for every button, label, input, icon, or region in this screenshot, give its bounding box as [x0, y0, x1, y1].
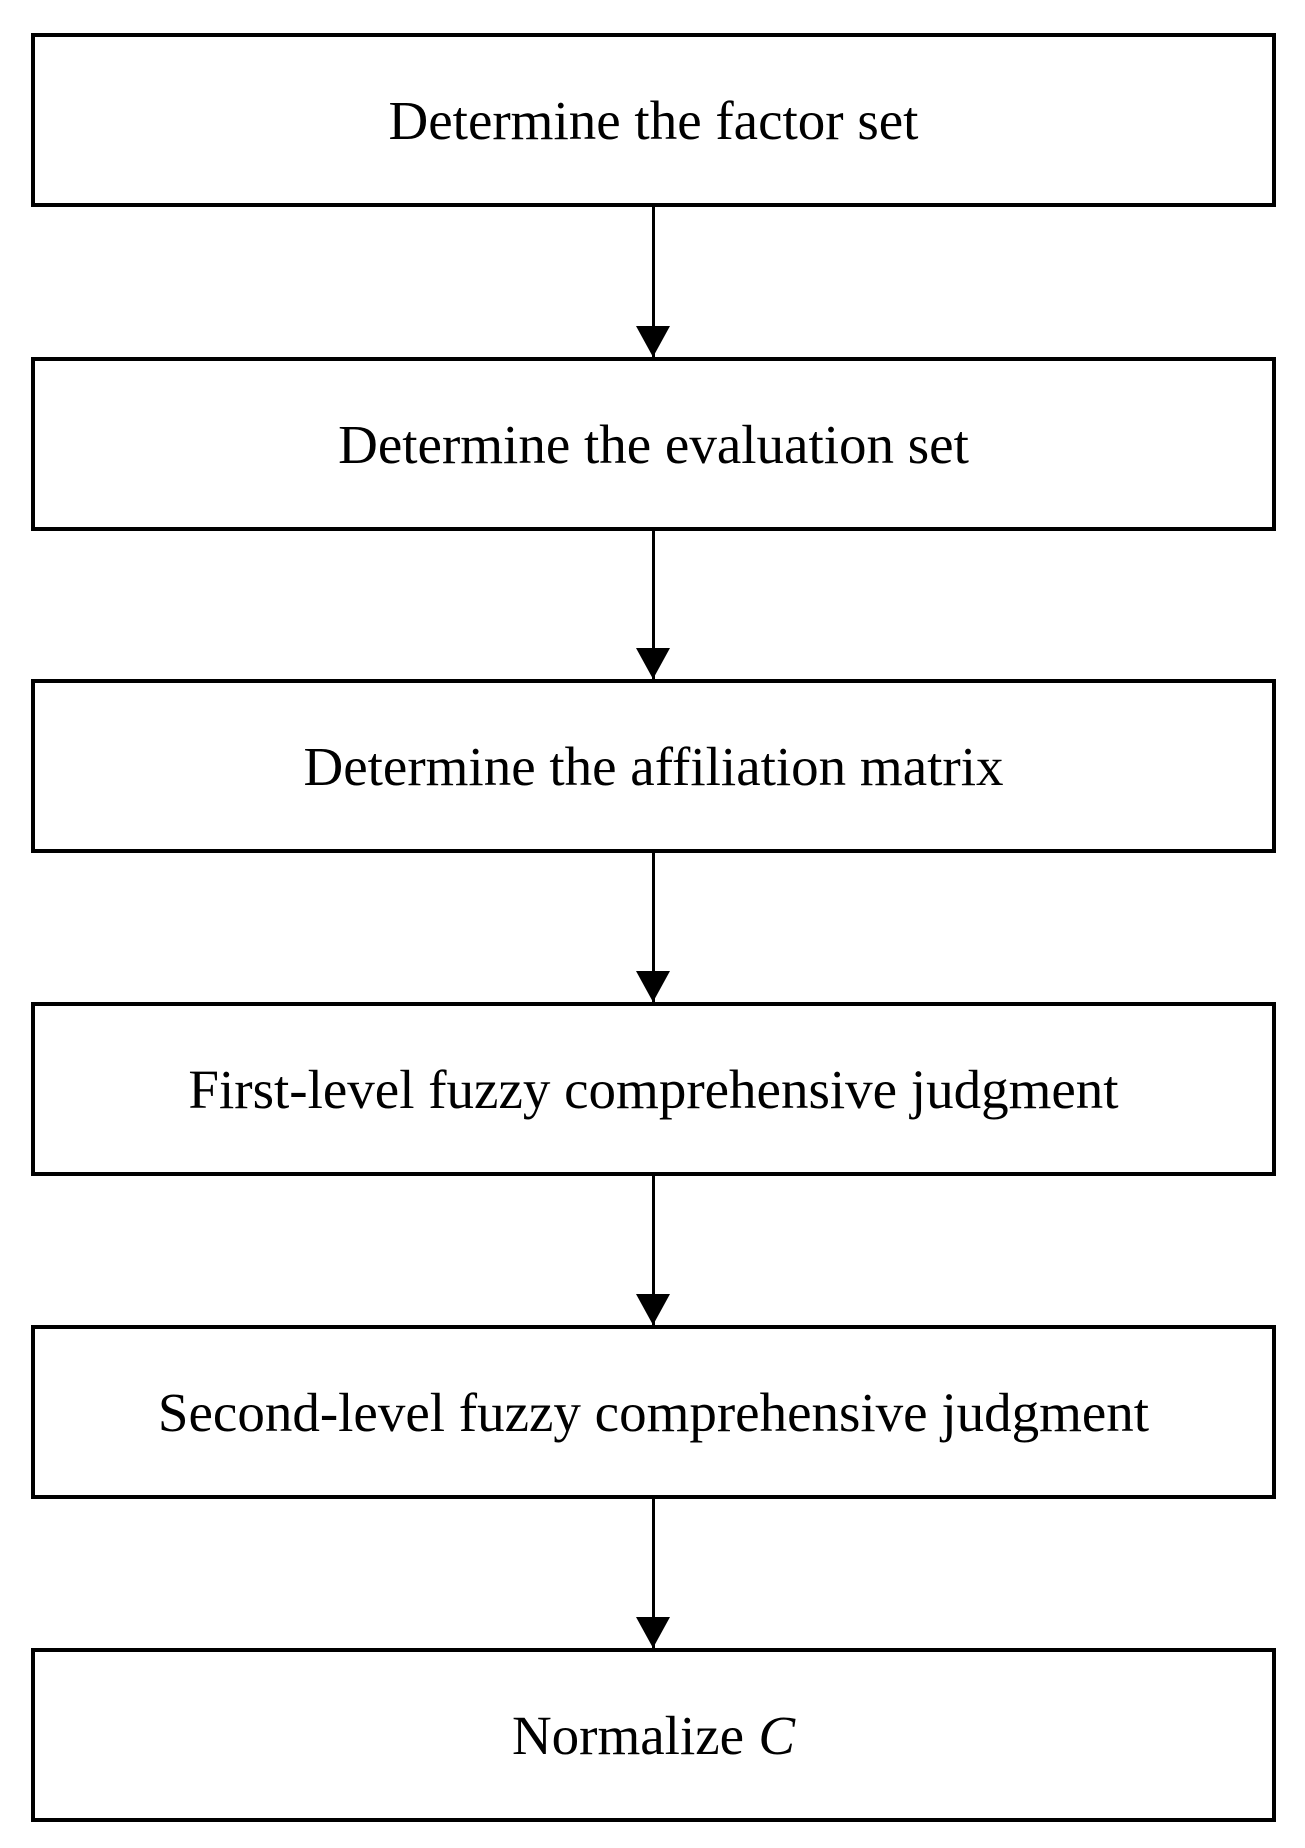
arrow-down-2: [636, 531, 670, 679]
flow-node-second-level-judgment: Second-level fuzzy comprehensive judgmen…: [31, 1325, 1276, 1499]
arrowhead-icon: [636, 326, 670, 357]
node-label: Determine the affiliation matrix: [303, 735, 1004, 797]
arrow-down-5: [636, 1499, 670, 1648]
node-label: First-level fuzzy comprehensive judgment: [188, 1058, 1119, 1120]
flow-node-determine-factor-set: Determine the factor set: [31, 33, 1276, 207]
arrow-down-1: [636, 207, 670, 357]
flow-node-first-level-judgment: First-level fuzzy comprehensive judgment: [31, 1002, 1276, 1176]
arrow-shaft: [651, 531, 655, 679]
flow-node-determine-evaluation-set: Determine the evaluation set: [31, 357, 1276, 531]
flow-node-determine-affiliation-matrix: Determine the affiliation matrix: [31, 679, 1276, 853]
arrowhead-icon: [636, 648, 670, 679]
node-label: Determine the factor set: [388, 89, 919, 151]
node-label: Determine the evaluation set: [338, 413, 969, 475]
arrow-shaft: [651, 207, 655, 357]
arrowhead-icon: [636, 1294, 670, 1325]
arrowhead-icon: [636, 971, 670, 1002]
arrow-down-4: [636, 1176, 670, 1325]
node-label: Second-level fuzzy comprehensive judgmen…: [157, 1381, 1150, 1443]
arrow-down-3: [636, 853, 670, 1002]
arrowhead-icon: [636, 1617, 670, 1648]
arrow-shaft: [651, 1499, 655, 1648]
arrow-shaft: [651, 853, 655, 1002]
arrow-shaft: [651, 1176, 655, 1325]
